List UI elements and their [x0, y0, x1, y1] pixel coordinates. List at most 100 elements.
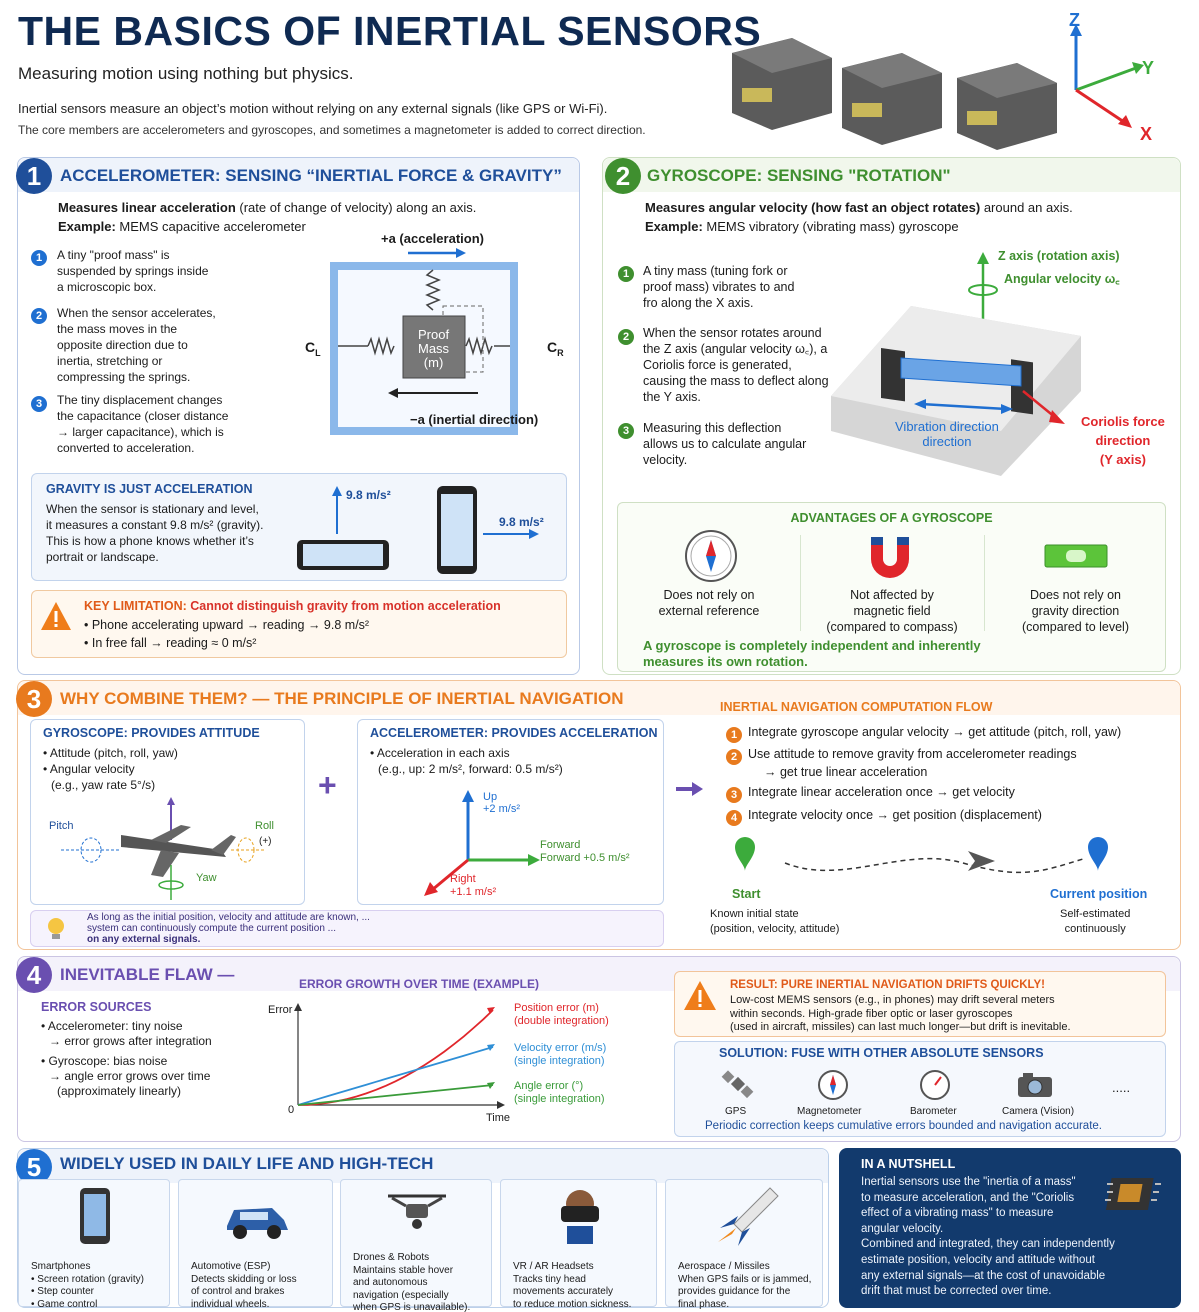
- nutshell-line: effect of a vibrating mass" to measure: [861, 1207, 1054, 1220]
- gravity-box: GRAVITY IS JUST ACCELERATION When the se…: [31, 473, 567, 581]
- navigation-path-diagram: [735, 837, 1108, 874]
- compass-icon: [818, 1070, 848, 1100]
- drone-icon: [388, 1194, 446, 1229]
- limitation-line-1: • Phone accelerating upward → reading → …: [84, 618, 370, 632]
- error-source-2b: → angle error grows over time: [49, 1069, 211, 1083]
- accelerometer-section: 1 ACCELEROMETER: SENSING “INERTIAL FORCE…: [16, 157, 580, 675]
- flow-step-3: Integrate linear acceleration once → get…: [748, 785, 1015, 799]
- chart-y-axis-label: Error: [268, 1004, 293, 1016]
- gyro-attitude-line-3: (e.g., yaw rate 5°/s): [51, 778, 156, 792]
- z-rotation-axis-label: Z axis (rotation axis): [998, 249, 1120, 263]
- accelerometer-diagram: [330, 248, 518, 435]
- nutshell-line: angular velocity.: [861, 1222, 944, 1235]
- warning-icon: [41, 602, 71, 630]
- series-label-angle: Angle error (°)(single integration): [514, 1080, 605, 1105]
- gyro-step-2-badge: 2: [618, 329, 634, 345]
- z-axis-label: Z: [1069, 10, 1080, 30]
- capacitor-right-label: CR: [547, 339, 564, 358]
- gyro-attitude-heading: GYROSCOPE: PROVIDES ATTITUDE: [43, 726, 260, 740]
- gravity-heading: GRAVITY IS JUST ACCELERATION: [46, 482, 253, 496]
- card-text: Smartphones• Screen rotation (gravity)• …: [31, 1261, 144, 1310]
- chart-series-arrow-1: [487, 1044, 495, 1051]
- acceleration-axes-diagram: [424, 790, 540, 896]
- section-number-3: 3: [16, 681, 52, 717]
- gyroscope-section: 2 GYROSCOPE: SENSING "ROTATION" Measures…: [602, 157, 1181, 675]
- plus-a-label: +a (acceleration): [381, 231, 484, 246]
- error-source-2c: (approximately linearly): [57, 1084, 182, 1098]
- accel-step-1: A tiny "proof mass" is suspended by spri…: [57, 248, 209, 294]
- accel-step-2: When the sensor accelerates, the mass mo…: [57, 306, 216, 384]
- gravity-value-1: 9.8 m/s²: [346, 488, 391, 502]
- result-box: RESULT: PURE INERTIAL NAVIGATION DRIFTS …: [674, 971, 1166, 1037]
- gauge-icon: [920, 1070, 950, 1100]
- phone-landscape-icon: [297, 486, 539, 574]
- nutshell-line: Combined and integrated, they can indepe…: [861, 1238, 1115, 1251]
- gyro-step-2: When the sensor rotates around the Z axi…: [643, 326, 829, 404]
- accel-line-1: • Acceleration in each axis: [370, 746, 510, 760]
- smartphone-icon: [80, 1188, 110, 1244]
- x-axis-label: X: [1140, 124, 1153, 144]
- gyro-step-1: A tiny mass (tuning fork or proof mass) …: [643, 264, 795, 310]
- roll-label: Roll: [255, 820, 274, 832]
- nutshell-line: to measure acceleration, and the "Coriol…: [861, 1191, 1075, 1204]
- chart-series-arrow-2: [487, 1082, 495, 1089]
- flow-step-badge: 2: [726, 749, 742, 765]
- card-automotive: Automotive (ESP)Detects skidding or loss…: [178, 1179, 333, 1310]
- section-number-2: 2: [605, 158, 641, 194]
- accel-line-2: (e.g., up: 2 m/s², forward: 0.5 m/s²): [378, 762, 563, 776]
- gravity-value-2: 9.8 m/s²: [499, 515, 544, 529]
- nutshell-line: any external signals—at the cost of unav…: [861, 1269, 1106, 1282]
- step-1-badge: 1: [31, 250, 47, 266]
- advantages-heading: ADVANTAGES OF A GYROSCOPE: [790, 511, 993, 525]
- chart-series-line-0: [297, 1009, 494, 1106]
- section-number-1: 1: [16, 158, 52, 194]
- note-line-2: system can continuously compute the curr…: [87, 923, 337, 934]
- page-title: THE BASICS OF INERTIAL SENSORS: [18, 8, 762, 54]
- step-3-badge: 3: [31, 396, 47, 412]
- satellite-icon: [721, 1070, 754, 1099]
- page-subtitle: Measuring motion using nothing but physi…: [18, 64, 354, 83]
- chart-series-line-2: [297, 1084, 494, 1106]
- solution-footer: Periodic correction keeps cumulative err…: [705, 1120, 1102, 1132]
- applications-section: 5 WIDELY USED IN DAILY LIFE AND HIGH-TEC…: [16, 1148, 829, 1312]
- error-source-1: • Accelerometer: tiny noise: [41, 1019, 183, 1033]
- pitch-label: Pitch: [49, 820, 74, 832]
- applications-heading: WIDELY USED IN DAILY LIFE AND HIGH-TECH: [60, 1154, 434, 1173]
- up-label: Up+2 m/s²: [483, 791, 520, 815]
- series-label-position: Position error (m)(double integration): [514, 1002, 609, 1027]
- result-text: Low-cost MEMS sensors (e.g., in phones) …: [730, 994, 1071, 1033]
- sensor-gps: GPS: [725, 1106, 747, 1117]
- accel-acceleration-box: ACCELEROMETER: PROVIDES ACCELERATION • A…: [357, 719, 664, 905]
- flow-step-1: Integrate gyroscope angular velocity → g…: [748, 725, 1122, 739]
- intro-line-2: The core members are accelerometers and …: [18, 123, 646, 137]
- lightbulb-icon: [48, 918, 64, 939]
- roll-sign: (+): [259, 836, 272, 847]
- right-label: Right+1.1 m/s²: [450, 873, 497, 898]
- angular-velocity-label: Angular velocity ω꜀: [1004, 272, 1120, 286]
- flow-step-2: Use attitude to remove gravity from acce…: [748, 747, 1077, 779]
- gyro-step-3: Measuring this deflection allows us to c…: [643, 421, 807, 467]
- sensor-magnetometer: Magnetometer: [797, 1106, 862, 1117]
- gyroscope-diagram: [831, 252, 1081, 476]
- camera-icon: [1018, 1073, 1052, 1097]
- capacitor-left-label: CL: [305, 339, 321, 358]
- series-label-velocity: Velocity error (m/s)(single integration): [514, 1042, 607, 1067]
- start-label: Start: [732, 887, 761, 901]
- solution-box: SOLUTION: FUSE WITH OTHER ABSOLUTE SENSO…: [674, 1041, 1166, 1137]
- accelerometer-description: Measures linear acceleration (rate of ch…: [58, 200, 477, 215]
- nutshell-text: Inertial sensors use the "inertia of a m…: [861, 1175, 1115, 1300]
- chip-icon: [1105, 1178, 1161, 1210]
- step-2-badge: 2: [31, 308, 47, 324]
- accel-step-3: The tiny displacement changes the capaci…: [57, 393, 229, 455]
- gyro-attitude-line-1: • Attitude (pitch, roll, yaw): [43, 746, 178, 760]
- section-number-4: 4: [16, 957, 52, 993]
- card-text: Automotive (ESP)Detects skidding or loss…: [191, 1261, 297, 1310]
- chart-x-axis-label: Time: [486, 1112, 511, 1124]
- accelerometer-example: Example: MEMS capacitive accelerometer: [58, 219, 306, 234]
